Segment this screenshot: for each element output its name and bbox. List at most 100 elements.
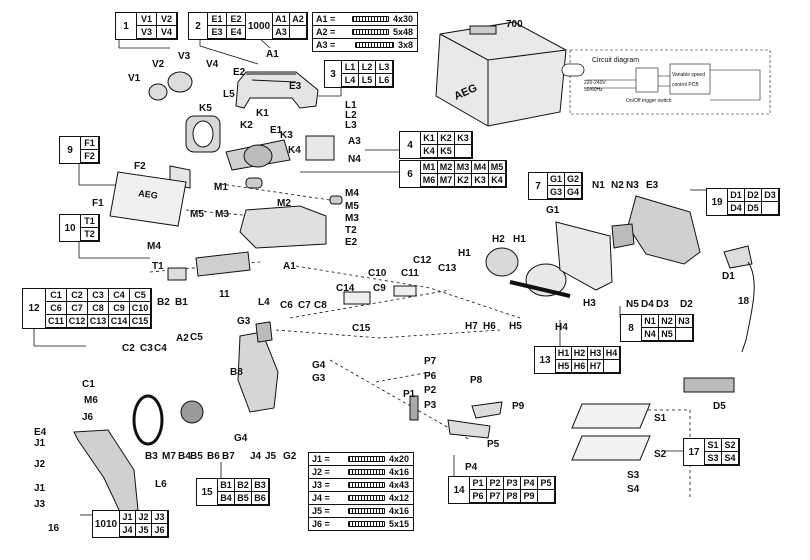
part-label: M4 <box>147 241 161 252</box>
screw-icon <box>352 16 389 22</box>
part-cell: C13 <box>88 315 109 328</box>
part-cell: S3 <box>705 452 722 465</box>
part-label: P6 <box>424 371 437 382</box>
part-label: B3 <box>145 451 158 462</box>
part-label: S2 <box>654 449 667 460</box>
part-cell: M7 <box>438 174 455 187</box>
part-label: G1 <box>546 205 560 216</box>
part-cell: G3 <box>548 186 565 199</box>
part-label: J3 <box>34 499 46 510</box>
part-label: N2 <box>611 180 624 191</box>
part-label: J5 <box>265 451 277 462</box>
screw-row: A3 =3x8 <box>316 40 413 50</box>
part-cell: H6 <box>572 360 588 373</box>
screw-icon <box>348 521 385 527</box>
screw-row: A2 =5x48 <box>313 26 417 39</box>
part-label: G4 <box>312 360 326 371</box>
part-label: N1 <box>592 180 605 191</box>
part-label: S1 <box>654 413 667 424</box>
screw-row: J6 =5x15 <box>312 519 409 529</box>
part-label: M7 <box>162 451 176 462</box>
part-label: P2 <box>424 385 437 396</box>
part-label: P8 <box>470 375 483 386</box>
part-cell: P2 <box>487 477 504 490</box>
part-label: K5 <box>199 103 212 114</box>
part-label: P1 <box>403 389 416 400</box>
part-cell: P8 <box>504 490 521 503</box>
part-label: C1 <box>82 379 95 390</box>
part-cell: E4 <box>227 26 246 39</box>
part-cell: D4 <box>728 202 745 215</box>
part-label: C7 <box>298 300 311 311</box>
part-label: C12 <box>413 255 432 266</box>
part-cell: B4 <box>218 492 235 505</box>
part-label: J4 <box>250 451 262 462</box>
part-label: K2 <box>240 120 253 131</box>
part-cell: T2 <box>81 228 99 241</box>
part-cell: C5 <box>130 289 151 302</box>
part-cell: B2 <box>235 479 252 492</box>
part-cell: M4 <box>472 161 489 174</box>
group-number: 7 <box>529 173 548 199</box>
part-cell: M5 <box>489 161 506 174</box>
part-cell: D3 <box>762 189 779 202</box>
part-cell: C9 <box>109 302 130 315</box>
part-label: N4 <box>348 154 361 165</box>
part-cell: J2 <box>136 511 152 524</box>
group-number: 12 <box>23 289 46 328</box>
part-label: B4 <box>178 451 191 462</box>
screw-icon <box>354 42 394 48</box>
part-label: V2 <box>152 59 165 70</box>
part-cell: D1 <box>728 189 745 202</box>
part-cell: C8 <box>88 302 109 315</box>
part-cell: L5 <box>359 74 376 87</box>
part-label: H5 <box>509 321 522 332</box>
group-number: 19 <box>707 189 728 215</box>
part-cell: A3 <box>273 26 290 39</box>
part-cell: K2 <box>455 174 472 187</box>
part-cell: K1 <box>421 132 438 145</box>
part-label: E4 <box>34 427 47 438</box>
part-label: N3 <box>626 180 639 191</box>
part-cell: M2 <box>438 161 455 174</box>
part-cell: M1 <box>421 161 438 174</box>
group-number: 13 <box>535 347 556 373</box>
part-label: B7 <box>222 451 235 462</box>
part-cell: H4 <box>604 347 620 360</box>
part-cell: C4 <box>109 289 130 302</box>
part-label: C11 <box>401 268 419 279</box>
part-label: A1 <box>283 261 296 272</box>
part-cell: V4 <box>157 26 177 39</box>
part-label: C6 <box>280 300 293 311</box>
part-cell: H7 <box>588 360 604 373</box>
part-label: G3 <box>312 373 326 384</box>
part-cell: M3 <box>455 161 472 174</box>
part-label: C9 <box>373 283 386 294</box>
group-number: 2 <box>189 13 208 39</box>
part-label: B2 <box>157 297 170 308</box>
part-cell: A1 <box>273 13 290 26</box>
part-label: H6 <box>483 321 496 332</box>
part-cell: P6 <box>470 490 487 503</box>
part-cell: G2 <box>565 173 582 186</box>
screw-table-j: J1 =4x20 J2 =4x16 J3 =4x43 J4 =4x12 J5 =… <box>308 452 414 531</box>
part-cell: L4 <box>342 74 359 87</box>
screw-icon <box>348 456 385 462</box>
part-label: F2 <box>134 161 146 172</box>
part-label: L1 <box>345 100 357 111</box>
group-9-box: 9 F1 F2 <box>59 136 100 164</box>
part-label: H1 <box>513 234 526 245</box>
part-cell: F1 <box>81 137 99 150</box>
part-label: J2 <box>34 459 46 470</box>
part-label: K3 <box>280 130 293 141</box>
part-cell: H1 <box>556 347 572 360</box>
part-cell: D5 <box>745 202 762 215</box>
